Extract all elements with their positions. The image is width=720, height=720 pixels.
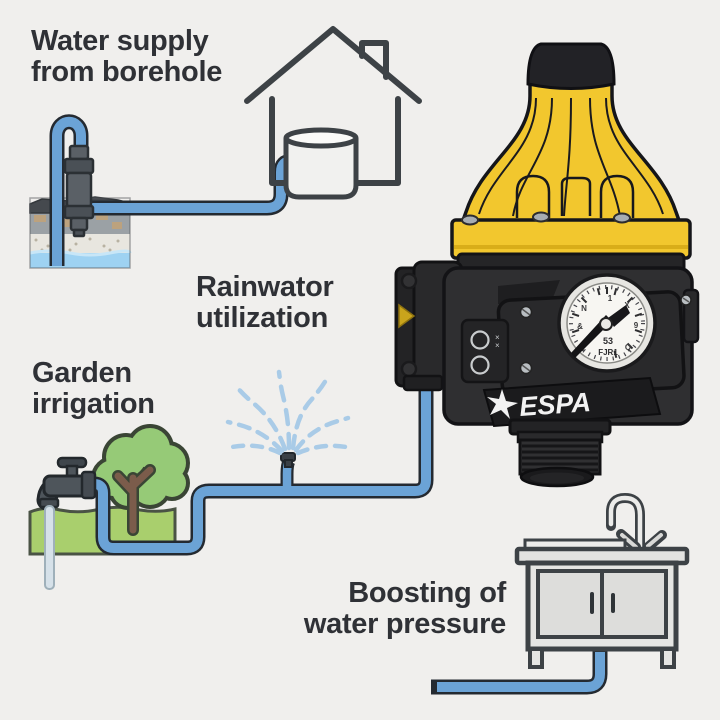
indicator-mark: × [495,341,500,350]
tap-icon [36,456,97,511]
house-icon [244,26,422,186]
housing-arches [515,174,635,218]
espa-star-logo-icon [487,389,518,419]
borehole-illustration [29,114,298,269]
tap-water-stream [44,505,55,590]
gauge-value: 53 [603,336,613,346]
svg-text:N: N [581,304,587,313]
housing-ribs [478,97,664,217]
label-line: Boosting of [348,577,506,609]
svg-text:Q: Q [625,343,631,352]
garden-illustration [28,369,434,590]
sink-cabinet-icon [514,492,690,669]
tree-icon [91,424,190,536]
sprinkler-spray [225,369,351,456]
svg-text:&: & [577,322,583,331]
submersible-pump-icon [63,144,95,238]
port-arrow-mark [398,303,416,329]
water-tank-icon [283,127,359,200]
svg-text:9: 9 [634,321,639,330]
yellow-collar [450,218,692,260]
brand-banner: ESPA [482,376,662,428]
sink-illustration [431,492,690,695]
gauge-minor-ticks [569,285,645,361]
label-line: utilization [196,302,329,334]
device-top-cap [526,42,616,90]
gauge-needle [571,305,630,358]
indicator-light [470,330,490,350]
pipe-borehole-to-tank [78,153,298,216]
label-rainwater-utilization: Rainwator utilization [196,272,334,334]
collar-screws [461,211,631,226]
label-water-supply-from-borehole: Water supply from borehole [31,26,222,88]
svg-text:1: 1 [608,294,613,303]
plate-screws [519,294,692,375]
label-boosting-of-water-pressure: Boosting of water pressure [250,578,506,640]
label-line: Rainwator [196,271,334,303]
svg-text:X: X [624,301,630,310]
indicator-mark: × [495,333,500,342]
pressure-controller-device: × × [394,42,700,488]
label-line: water pressure [303,608,506,640]
brand-name: ESPA [518,387,591,422]
sprinkler-icon [280,452,296,468]
faucet-icon [608,495,643,554]
label-line: Garden [32,357,132,389]
label-line: Water supply [31,25,209,57]
gauge-sublabel: FJR1 [598,348,618,357]
pressure-gauge: N 1 X 9 Q £ & 53 FJR1 [557,273,657,373]
label-line: from borehole [31,56,223,88]
threaded-outlet [508,418,612,488]
pipe-to-sink [431,650,608,695]
device-top-housing [450,42,692,260]
label-line: irrigation [32,388,155,420]
indicator-light [470,355,490,375]
house-illustration [244,26,422,200]
label-garden-irrigation: Garden irrigation [32,358,155,420]
borehole-pipe [49,114,89,266]
